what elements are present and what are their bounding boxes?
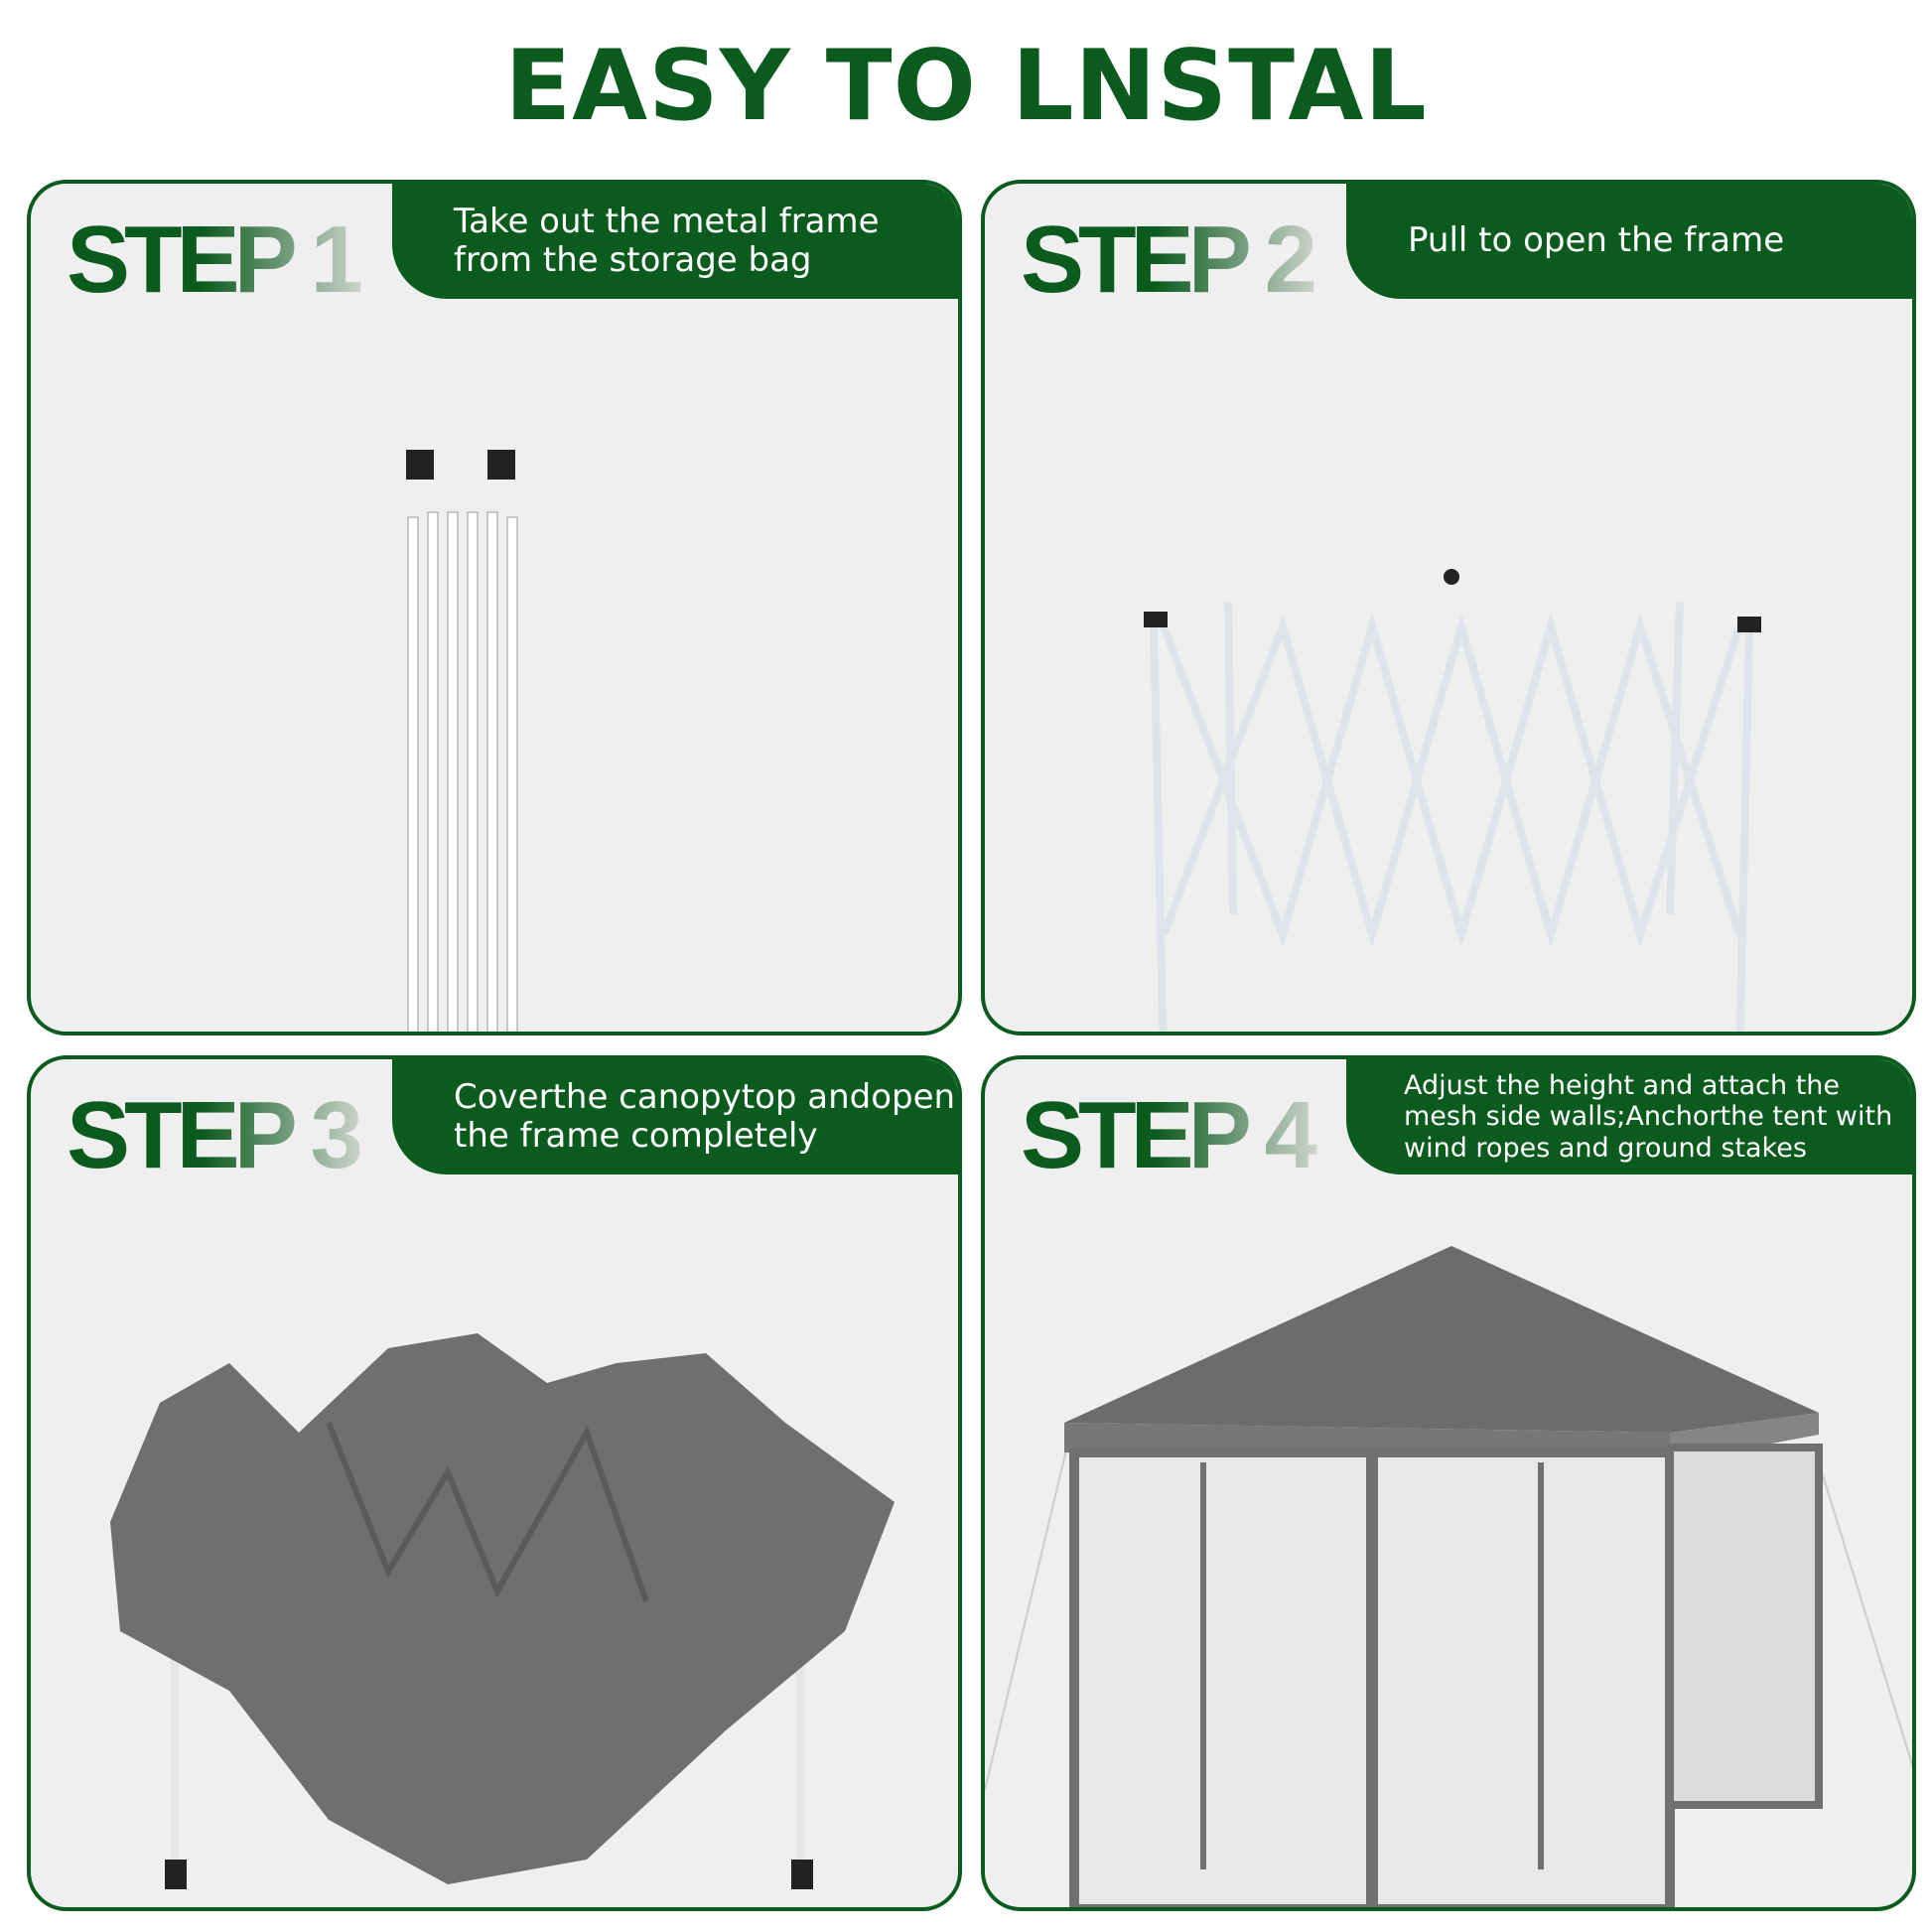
step-instruction: Pull to open the frame [1346,184,1912,299]
step-label: STEP 4 [1021,1081,1318,1190]
step-instruction: Adjust the height and attach the mesh si… [1346,1059,1912,1174]
step-label: STEP 3 [67,1081,364,1190]
open-frame-image [1144,569,1761,1032]
step-4-panel: STEP 4 Adjust the height and attach the … [981,1055,1916,1911]
assembled-tent-image [985,1246,1912,1907]
step-3-panel: STEP 3 Coverthe canopytop andopen the fr… [27,1055,962,1911]
step-1-panel: STEP 1 Take out the metal frame from the… [27,180,962,1035]
step-label: STEP 2 [1021,206,1318,315]
page-title: EASY TO LNSTAL [504,30,1428,143]
step-label: STEP 1 [67,206,364,315]
step-instruction: Coverthe canopytop andopen the frame com… [392,1059,958,1174]
step-instruction: Take out the metal frame from the storag… [392,184,958,299]
folded-frame-image [406,450,518,1032]
step-2-panel: STEP 2 Pull to open the frame [981,180,1916,1035]
canopy-cover-image [110,1333,895,1889]
